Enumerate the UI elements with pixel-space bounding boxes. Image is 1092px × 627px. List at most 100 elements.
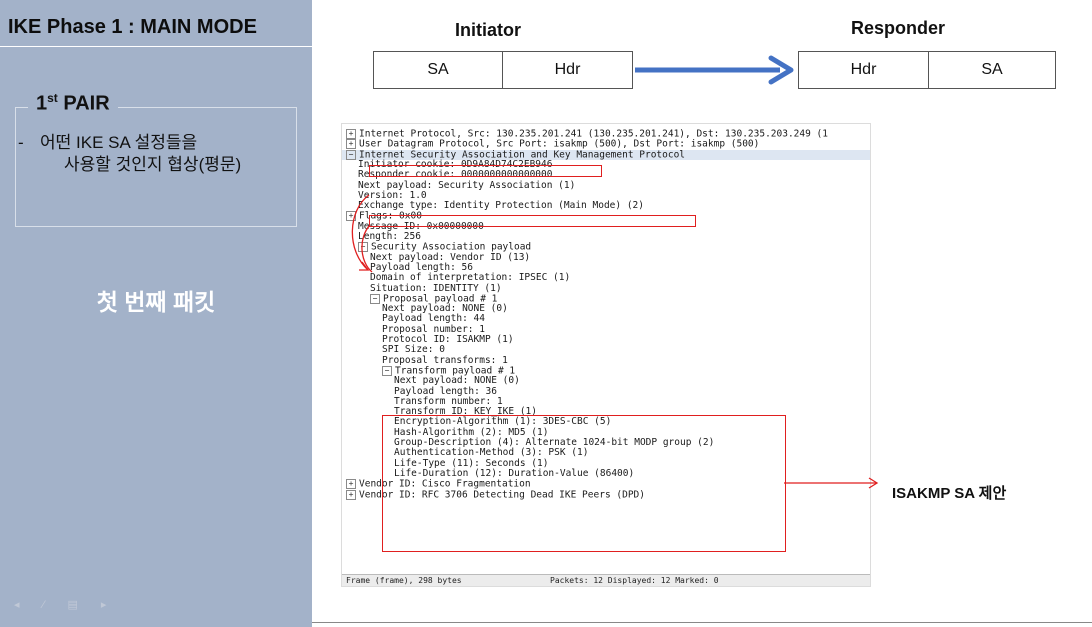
capture-row[interactable]: −Internet Security Association and Key M… (346, 149, 686, 161)
capture-row[interactable]: Authentication-Method (3): PSK (1) (394, 448, 588, 458)
capture-row[interactable]: Transform number: 1 (394, 395, 503, 407)
cookie-highlight-box (369, 165, 602, 177)
status-frame: Frame (frame), 298 bytes (346, 576, 462, 585)
capture-row[interactable]: +Vendor ID: Cisco Fragmentation (346, 478, 531, 490)
capture-row-text: Transform payload # 1 (395, 365, 516, 377)
capture-row-text: Life-Type (11): Seconds (1) (394, 457, 549, 469)
capture-row-text: Next payload: NONE (0) (394, 375, 520, 387)
capture-row[interactable]: Next payload: Vendor ID (13) (370, 251, 531, 263)
capture-row[interactable]: Payload length: 56 (370, 261, 473, 273)
capture-row[interactable]: Payload length: 44 (382, 314, 485, 324)
first-packet-label: 첫 번째 패킷 (96, 289, 216, 315)
capture-row-text: Transform number: 1 (394, 395, 503, 407)
initiator-label: Initiator (455, 20, 521, 40)
capture-row[interactable]: Exchange type: Identity Protection (Main… (358, 201, 644, 211)
capture-row[interactable]: Next payload: Security Association (1) (358, 179, 576, 191)
capture-row-text: Vendor ID: RFC 3706 Detecting Dead IKE P… (359, 489, 645, 500)
capture-row[interactable]: Initiator cookie: 0D9A84D74C2EB946 (358, 158, 553, 170)
collapse-icon[interactable]: − (382, 365, 392, 376)
pair-label-number: 1 (36, 92, 48, 115)
capture-row[interactable]: Payload length: 36 (394, 385, 497, 397)
bullet-line-2: 사용할 것인지 협상(평문) (64, 155, 242, 174)
capture-row[interactable]: SPI Size: 0 (382, 345, 445, 355)
capture-row-text: Next payload: Security Association (1) (358, 179, 576, 191)
capture-row[interactable]: Transform ID: KEY_IKE (1) (394, 407, 537, 417)
capture-row-text: Transform ID: KEY_IKE (1) (394, 406, 537, 418)
status-packets: Packets: 12 Displayed: 12 Marked: 0 (550, 576, 719, 585)
capture-row-highlight (342, 149, 870, 160)
capture-row[interactable]: Life-Duration (12): Duration-Value (8640… (394, 467, 635, 479)
capture-row-text: User Datagram Protocol, Src Port: isakmp… (359, 138, 760, 150)
exchange-type-highlight-box (369, 215, 696, 227)
capture-row-text: Vendor ID: Cisco Fragmentation (359, 478, 531, 490)
capture-row-text: Payload length: 44 (382, 313, 485, 325)
initiator-sa-cell: SA (373, 51, 503, 89)
capture-row[interactable]: Life-Type (11): Seconds (1) (394, 457, 549, 469)
expand-icon[interactable]: + (346, 211, 356, 222)
left-panel: IKE Phase 1 : MAIN MODE 1st PAIR - 어떤 IK… (0, 0, 312, 627)
capture-row[interactable]: +Internet Protocol, Src: 130.235.201.241… (346, 129, 828, 139)
pair-label-ordinal: st (47, 91, 58, 105)
capture-row[interactable]: Version: 1.0 (358, 189, 427, 201)
capture-row[interactable]: Hash-Algorithm (2): MD5 (1) (394, 426, 549, 438)
bullet-dash: - (18, 133, 24, 152)
pair-label-text: PAIR (57, 92, 110, 115)
expand-icon[interactable]: + (346, 489, 356, 500)
capture-row[interactable]: Next payload: NONE (0) (382, 304, 508, 314)
capture-row-text: Hash-Algorithm (2): MD5 (1) (394, 426, 549, 438)
curve-arrow-1 (351, 194, 370, 271)
capture-row-text: Internet Protocol, Src: 130.235.201.241 … (359, 128, 828, 140)
collapse-icon[interactable]: − (370, 293, 380, 304)
capture-row[interactable]: Proposal transforms: 1 (382, 354, 508, 366)
capture-row[interactable]: Length: 256 (358, 232, 421, 242)
isakmp-sa-annotation: ISAKMP SA 제안 (892, 485, 1007, 502)
curve-arrow-2 (361, 224, 373, 273)
capture-row[interactable]: Responder cookie: 0000000000000000 (358, 170, 552, 180)
capture-row[interactable]: Protocol ID: ISAKMP (1) (382, 335, 514, 345)
capture-row-text: Payload length: 36 (394, 385, 497, 397)
collapse-icon[interactable]: − (346, 149, 356, 160)
bullet-line-1: 어떤 IKE SA 설정들을 (40, 133, 198, 152)
capture-row[interactable]: Encryption-Algorithm (1): 3DES-CBC (5) (394, 417, 611, 427)
slide-title: IKE Phase 1 : MAIN MODE (8, 16, 257, 38)
responder-sa-cell: SA (928, 51, 1056, 89)
capture-row-text: Internet Security Association and Key Ma… (359, 149, 686, 161)
curve-arrow-1-head (359, 261, 370, 271)
capture-row-text: Payload length: 56 (370, 261, 473, 273)
capture-row-text: Next payload: NONE (0) (382, 303, 508, 315)
slide-nav-icons[interactable]: ◂ ⁄ ▤ ▸ (14, 599, 117, 611)
capture-row[interactable]: −Security Association payload (358, 241, 532, 253)
capture-row-text: Security Association payload (371, 241, 532, 253)
capture-row-text: Initiator cookie: 0D9A84D74C2EB946 (358, 158, 553, 170)
capture-row[interactable]: Proposal number: 1 (382, 323, 485, 335)
capture-row-text: Situation: IDENTITY (1) (370, 282, 502, 294)
capture-row[interactable]: Group-Description (4): Alternate 1024-bi… (394, 438, 714, 448)
capture-row-text: Protocol ID: ISAKMP (1) (382, 334, 514, 345)
capture-row-text: Proposal number: 1 (382, 323, 485, 335)
capture-row[interactable]: +User Datagram Protocol, Src Port: isakm… (346, 138, 760, 150)
capture-row-text: Group-Description (4): Alternate 1024-bi… (394, 437, 715, 448)
packet-capture-panel: +Internet Protocol, Src: 130.235.201.241… (341, 123, 871, 587)
capture-row-text: SPI Size: 0 (382, 344, 445, 356)
capture-row-text: Life-Duration (12): Duration-Value (8640… (394, 467, 635, 479)
capture-row-text: Length: 256 (358, 231, 421, 242)
collapse-icon[interactable]: − (358, 242, 368, 253)
capture-row[interactable]: Situation: IDENTITY (1) (370, 282, 502, 294)
capture-row[interactable]: −Transform payload # 1 (382, 365, 516, 377)
expand-icon[interactable]: + (346, 139, 356, 150)
capture-row-text: Next payload: Vendor ID (13) (370, 251, 531, 263)
capture-row[interactable]: Next payload: NONE (0) (394, 376, 520, 386)
capture-row[interactable]: −Proposal payload # 1 (370, 293, 497, 304)
capture-row[interactable]: +Vendor ID: RFC 3706 Detecting Dead IKE … (346, 489, 645, 500)
expand-icon[interactable]: + (346, 479, 356, 490)
capture-row[interactable]: Domain of interpretation: IPSEC (1) (370, 273, 570, 283)
capture-row-text: Version: 1.0 (358, 189, 427, 201)
capture-row[interactable]: +Flags: 0x00 (346, 211, 422, 222)
capture-row-text: Authentication-Method (3): PSK (1) (394, 447, 589, 459)
expand-icon[interactable]: + (346, 129, 356, 139)
capture-row-text: Responder cookie: 0000000000000000 (358, 169, 553, 181)
capture-row-text: Proposal transforms: 1 (382, 354, 508, 366)
bottom-rule (312, 622, 1092, 623)
responder-label: Responder (851, 18, 946, 38)
